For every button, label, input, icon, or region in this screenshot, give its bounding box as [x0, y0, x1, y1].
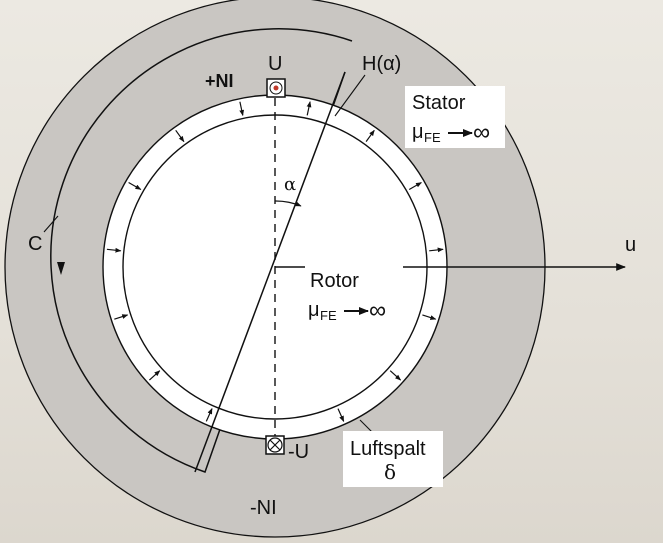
- c-leader: [43, 215, 59, 233]
- gap-field-arrow: [306, 101, 312, 116]
- label-stator-fe: FE: [424, 130, 441, 145]
- label-rotor-mu: μ: [308, 299, 320, 321]
- label-minus-ni: -NI: [250, 497, 277, 519]
- gap-field-arrow: [429, 247, 444, 253]
- gap-field-arrow: [337, 408, 345, 422]
- gap-field-arrow: [422, 314, 437, 320]
- label-delta: δ: [384, 460, 396, 484]
- gap-field-arrow: [239, 101, 245, 116]
- gap-field-arrow: [365, 129, 375, 142]
- gap-field-arrow: [205, 408, 213, 422]
- label-plus-ni: +NI: [205, 71, 234, 91]
- label-alpha: α: [284, 174, 296, 195]
- gap-field-arrow: [128, 181, 142, 191]
- contour-c-arrow: [57, 262, 65, 275]
- label-u-top: U: [268, 53, 282, 75]
- label-minus-u: -U: [288, 441, 309, 463]
- label-stator: Stator: [412, 92, 466, 114]
- label-rotor-infinity: ∞: [369, 297, 386, 324]
- label-c: C: [28, 233, 42, 255]
- h-alpha-leader: [334, 74, 366, 117]
- gap-field-arrow: [408, 181, 422, 191]
- alpha-arc: [274, 200, 302, 207]
- label-stator-mu: μ: [412, 121, 424, 143]
- conductor-bottom-cross-b: [269, 439, 281, 451]
- gap-field-arrow: [175, 129, 185, 143]
- gap-field-arrow: [114, 314, 129, 320]
- gap-field-arrow: [106, 247, 122, 253]
- conductor-bottom-ring: [267, 437, 283, 453]
- contour-c: [50, 28, 353, 473]
- label-rotor: Rotor: [310, 270, 359, 292]
- rotor-label-bg: [305, 265, 403, 323]
- label-h-alpha: H(α): [362, 53, 401, 75]
- label-rotor-fe: FE: [320, 308, 337, 323]
- inclined-axis: [194, 71, 346, 473]
- gap-field-arrow: [148, 370, 161, 381]
- stator-label-bg: [405, 86, 505, 148]
- label-luftspalt: Luftspalt: [350, 438, 426, 460]
- label-u-axis: u: [625, 234, 636, 256]
- conductor-top-dot: [273, 85, 279, 91]
- gap-field-arrows: [106, 101, 444, 422]
- gap-field-arrow: [389, 370, 402, 381]
- label-stator-infinity: ∞: [473, 119, 490, 146]
- luftspalt-label-bg: [343, 431, 443, 487]
- conductor-top-ring: [269, 81, 283, 95]
